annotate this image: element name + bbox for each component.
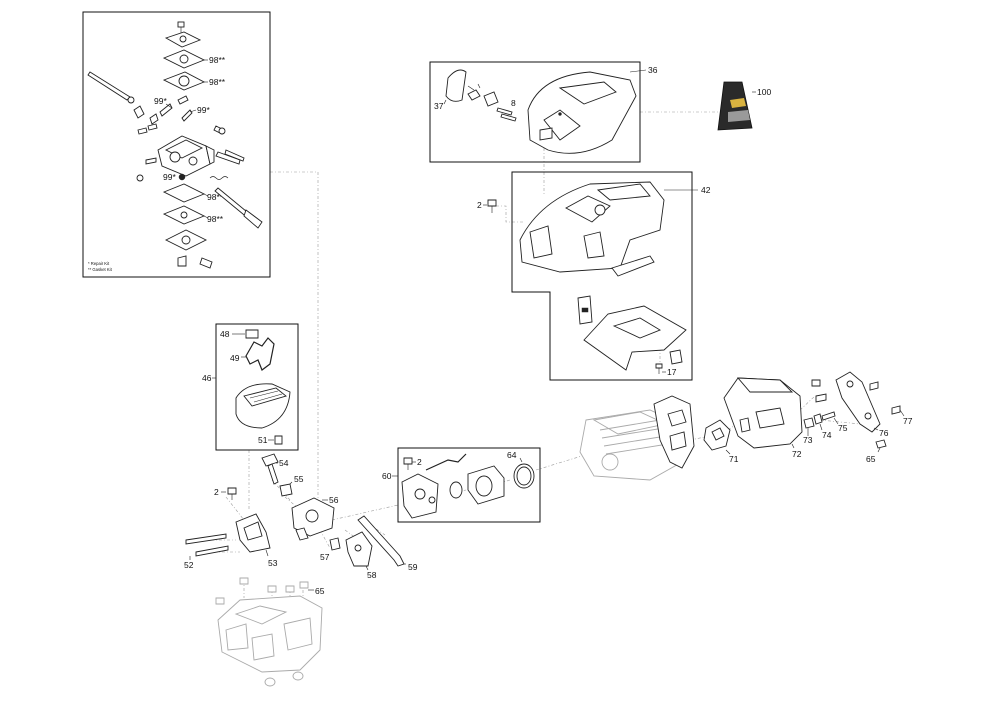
callout-49: 49 xyxy=(230,353,240,363)
callout-73: 73 xyxy=(803,435,813,445)
filter-housing-part xyxy=(519,181,665,273)
callout-37: 37 xyxy=(434,101,444,111)
throttle-bracket-part xyxy=(345,531,373,567)
callout-77: 77 xyxy=(903,416,913,426)
intake-box: 60 2 64 xyxy=(382,447,541,523)
callout-59: 59 xyxy=(408,562,418,572)
intake-manifold-part xyxy=(235,513,271,553)
wire-clip-part xyxy=(245,337,275,371)
legend-repair-kit: * Repair Kit xyxy=(88,261,110,266)
callout-2-c: 2 xyxy=(417,457,422,467)
callout-56: 56 xyxy=(329,495,339,505)
filter-strip-part xyxy=(611,255,655,277)
label-98-a: 98** xyxy=(209,55,226,65)
screw-part xyxy=(177,21,185,33)
lower-shield-part xyxy=(583,305,687,371)
intake-boot-part xyxy=(467,465,505,505)
grip-part xyxy=(445,69,467,102)
emblem-part: 100 xyxy=(717,81,771,131)
top-cover-box: 37 8 36 xyxy=(429,61,658,163)
label-99-a: 99* xyxy=(154,96,167,106)
label-99-b: 99* xyxy=(197,105,210,115)
callout-48: 48 xyxy=(220,329,230,339)
top-cover-part xyxy=(527,71,637,154)
heat-shield-plate-part xyxy=(653,395,695,469)
label-98-d: 98** xyxy=(207,214,224,224)
fitting-part xyxy=(261,453,279,485)
callout-64: 64 xyxy=(507,450,517,460)
gasket-part xyxy=(162,183,206,203)
callout-100: 100 xyxy=(757,87,771,97)
callout-60: 60 xyxy=(382,471,392,481)
callout-57: 57 xyxy=(320,552,330,562)
callout-54: 54 xyxy=(279,458,289,468)
air-filter-box: 48 49 46 51 xyxy=(202,323,299,451)
callout-8: 8 xyxy=(511,98,516,108)
callout-2-b: 2 xyxy=(214,487,219,497)
callout-53: 53 xyxy=(268,558,278,568)
carburetor-detail-box: 98** 98** 99* 99* xyxy=(82,11,271,278)
filter-housing-box: 2 42 17 xyxy=(477,171,711,381)
callout-2-a: 2 xyxy=(477,200,482,210)
callout-71: 71 xyxy=(729,454,739,464)
callout-58: 58 xyxy=(367,570,377,580)
legend-gasket-kit: ** Gasket Kit xyxy=(88,267,113,272)
carburetor-body-part xyxy=(157,135,215,177)
callout-75: 75 xyxy=(838,423,848,433)
callout-42: 42 xyxy=(701,185,711,195)
callout-52: 52 xyxy=(184,560,194,570)
crankcase-part xyxy=(217,595,323,687)
callout-51: 51 xyxy=(258,435,268,445)
label-98-b: 98** xyxy=(209,77,226,87)
callout-65-a: 65 xyxy=(315,586,325,596)
bolt-part xyxy=(185,533,229,557)
exhaust-gasket-part xyxy=(703,419,731,451)
air-filter-part xyxy=(235,383,291,429)
callout-17: 17 xyxy=(667,367,677,377)
label-99-c: 99* xyxy=(163,172,176,182)
callout-46: 46 xyxy=(202,373,212,383)
muffler-part xyxy=(723,377,803,449)
callout-55: 55 xyxy=(294,474,304,484)
dash-connectors xyxy=(195,111,871,612)
callout-36: 36 xyxy=(648,65,658,75)
intake-flange-part xyxy=(401,473,439,519)
callout-65-b: 65 xyxy=(866,454,876,464)
throttle-shaft-part xyxy=(87,71,131,101)
callout-74: 74 xyxy=(822,430,832,440)
carburetor-part xyxy=(291,497,335,541)
callout-72: 72 xyxy=(792,449,802,459)
callout-76: 76 xyxy=(879,428,889,438)
muffler-bracket-part xyxy=(835,371,881,433)
label-98-c: 98** xyxy=(207,192,224,202)
